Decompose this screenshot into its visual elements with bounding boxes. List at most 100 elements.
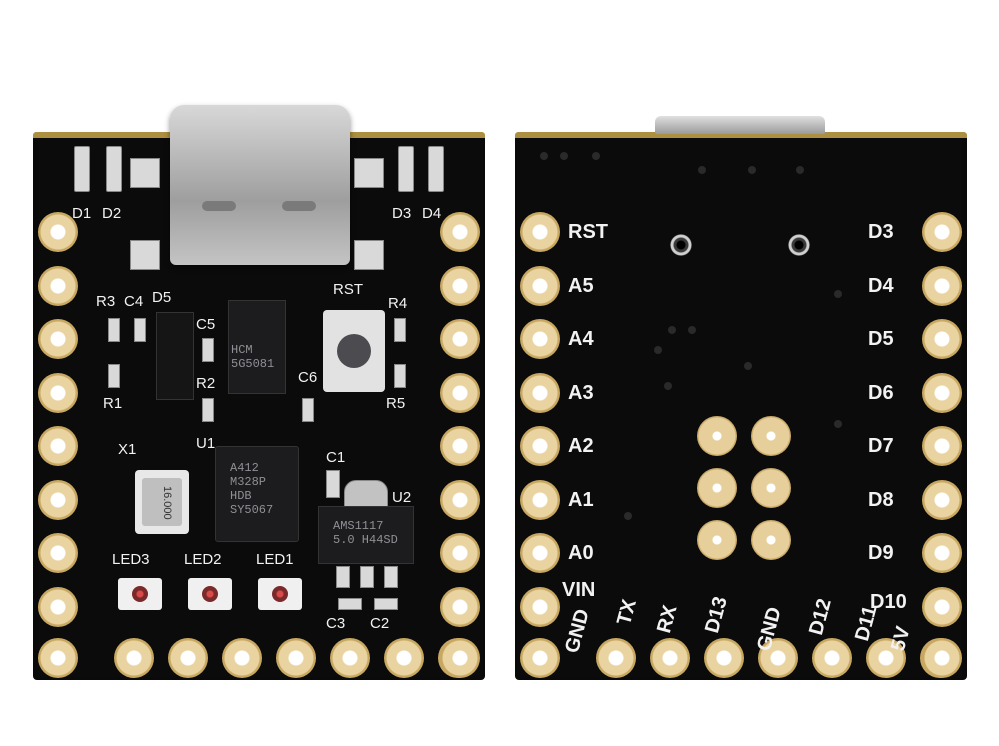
label-u1: U1 <box>196 435 216 452</box>
label-d5: D5 <box>152 289 172 306</box>
pin-pad-right <box>440 533 480 573</box>
label-d1: D1 <box>72 205 92 222</box>
smd-c4 <box>134 318 146 342</box>
mounting-hole-left <box>670 234 692 256</box>
usb-c-connector-back <box>655 116 825 134</box>
pin-pad-bottom <box>168 638 208 678</box>
pin-label-d6: D6 <box>868 381 894 404</box>
pin-pad-left <box>520 533 560 573</box>
smd-r5 <box>394 364 406 388</box>
pin-pad-left <box>38 265 78 306</box>
label-r1: R1 <box>103 395 123 412</box>
pin-pad-corner <box>440 638 480 678</box>
smd-shield-br <box>354 240 384 270</box>
label-r2: R2 <box>196 375 216 392</box>
isp-pad-1 <box>697 416 737 456</box>
via <box>592 152 600 160</box>
smd-r2 <box>202 398 214 422</box>
pin-pad-right <box>922 212 962 252</box>
chip-atmega328p: A412 M328P HDB SY5067 <box>215 446 299 542</box>
pin-pad-left <box>38 533 78 573</box>
pin-label-d7: D7 <box>868 435 894 457</box>
pin-pad-left <box>38 586 78 627</box>
pin-pad-corner <box>38 638 78 678</box>
board-back <box>515 132 967 680</box>
chip-u1-line2: M328P <box>230 475 267 489</box>
chip-u1-line3: HDB <box>230 489 252 503</box>
pin-pad-bottom <box>866 638 906 678</box>
via <box>654 346 662 354</box>
smd-d1 <box>74 146 90 192</box>
regulator-leg-2 <box>360 566 374 588</box>
via <box>744 362 752 370</box>
usb-c-connector <box>170 105 350 265</box>
pin-pad-left <box>520 372 560 413</box>
led1 <box>258 578 302 610</box>
label-led3: LED3 <box>112 551 150 568</box>
smd-shield-bl <box>130 240 160 270</box>
pin-pad-right <box>922 426 962 466</box>
isp-pad-2 <box>751 416 791 456</box>
label-c5: C5 <box>196 316 216 333</box>
pin-pad-bottom <box>596 638 636 678</box>
via <box>748 166 756 174</box>
smd-d4 <box>428 146 444 192</box>
chip-u2-line1: AMS1117 <box>333 519 384 533</box>
label-x1: X1 <box>118 441 137 458</box>
pin-pad-left <box>520 319 560 359</box>
chip-d5-diode <box>156 312 194 400</box>
pin-pad-left <box>38 212 78 252</box>
pin-pad-left <box>520 212 560 252</box>
label-r3: R3 <box>96 293 116 310</box>
via <box>698 166 706 174</box>
chip-u1-line4: SY5067 <box>230 503 274 517</box>
smd-shield-left <box>130 158 160 188</box>
smd-r1 <box>108 364 120 388</box>
reset-button-cap <box>337 334 371 368</box>
pin-pad-right <box>922 372 962 413</box>
pin-pad-right <box>440 479 480 520</box>
led2 <box>188 578 232 610</box>
pin-pad-right <box>440 265 480 306</box>
smd-c2 <box>374 598 398 610</box>
led3 <box>118 578 162 610</box>
pin-pad-bottom <box>276 638 316 678</box>
label-c2: C2 <box>370 615 390 632</box>
pin-pad-right <box>922 319 962 359</box>
smd-r4 <box>394 318 406 342</box>
pin-pad-left <box>38 479 78 520</box>
label-c4: C4 <box>124 293 144 310</box>
pin-pad-left <box>38 319 78 359</box>
chip-u1-line1: A412 <box>230 461 259 475</box>
pin-pad-left <box>520 479 560 520</box>
reset-button[interactable] <box>323 310 385 392</box>
chip-u2-line2: 5.0 H44SD <box>333 533 398 547</box>
smd-d3 <box>398 146 414 192</box>
pin-pad-right <box>440 212 480 252</box>
pin-pad-left <box>38 372 78 413</box>
label-d2: D2 <box>102 205 122 222</box>
pin-pad-right <box>440 319 480 359</box>
smd-c5 <box>202 338 214 362</box>
label-c3: C3 <box>326 615 346 632</box>
label-c1: C1 <box>326 449 346 466</box>
pin-label-d9: D9 <box>868 542 894 564</box>
pin-pad-right <box>440 426 480 466</box>
regulator-leg-1 <box>336 566 350 588</box>
pin-pad-bottom <box>114 638 154 678</box>
crystal-x1 <box>135 470 189 534</box>
pin-pad-right <box>922 479 962 520</box>
pin-pad-right <box>440 372 480 413</box>
chip-usb-serial-line1: HCM <box>231 343 253 357</box>
pin-pad-bottom <box>384 638 424 678</box>
pin-label-rst: RST <box>568 221 608 243</box>
label-r5: R5 <box>386 395 406 412</box>
smd-c6 <box>302 398 314 422</box>
smd-c1 <box>326 470 340 498</box>
label-d3: D3 <box>392 205 412 222</box>
isp-pad-5 <box>697 520 737 560</box>
pin-label-d4: D4 <box>868 274 894 297</box>
pin-pad-corner <box>922 638 962 678</box>
pin-pad-bottom <box>650 638 690 678</box>
pin-pad-bottom <box>812 638 852 678</box>
